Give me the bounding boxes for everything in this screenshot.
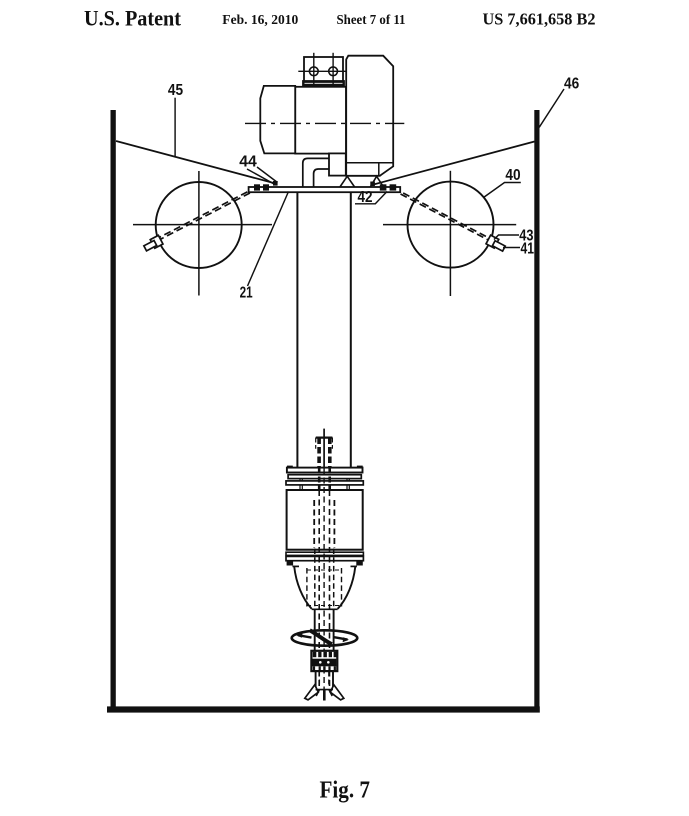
svg-text:41: 41 (521, 241, 535, 258)
svg-text:Fig. 7: Fig. 7 (320, 777, 371, 804)
svg-text:Sheet 7 of 11: Sheet 7 of 11 (337, 12, 406, 27)
svg-text:40: 40 (505, 167, 520, 184)
svg-text:U.S. Patent: U.S. Patent (84, 6, 182, 31)
svg-text:45: 45 (168, 82, 183, 99)
svg-text:42: 42 (358, 189, 373, 206)
svg-text:21: 21 (240, 285, 253, 302)
svg-text:43: 43 (519, 228, 533, 245)
svg-text:46: 46 (564, 76, 579, 93)
svg-text:Feb. 16, 2010: Feb. 16, 2010 (222, 12, 298, 27)
svg-text:44: 44 (239, 154, 257, 171)
svg-text:US 7,661,658 B2: US 7,661,658 B2 (483, 10, 596, 29)
